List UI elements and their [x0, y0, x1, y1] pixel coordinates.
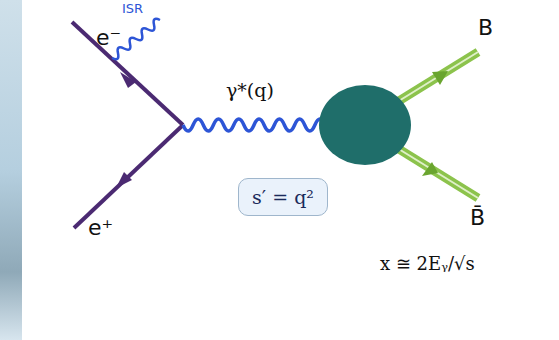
relation-text: s′ = q²: [252, 186, 314, 208]
relation-box: s′ = q²: [238, 178, 328, 216]
isr-label: ISR: [122, 2, 143, 16]
vertex-blob: [319, 85, 411, 165]
positron-arrow: [116, 172, 132, 188]
background-strip: [0, 0, 22, 340]
photon-label: γ*(q): [226, 80, 274, 101]
virtual-photon: [183, 119, 325, 131]
formula-label: x ≅ 2Eᵧ/√s: [380, 254, 475, 274]
electron-line: [72, 22, 183, 125]
positron-line: [74, 125, 183, 228]
b-arrow: [432, 71, 448, 85]
particle-label: e⁺: [88, 216, 113, 240]
particle-label: e⁻: [96, 26, 121, 50]
particle-label: B̄: [470, 206, 485, 230]
bbar-arrow: [422, 162, 438, 176]
particle-label: B: [478, 16, 493, 40]
electron-arrow: [120, 72, 136, 88]
